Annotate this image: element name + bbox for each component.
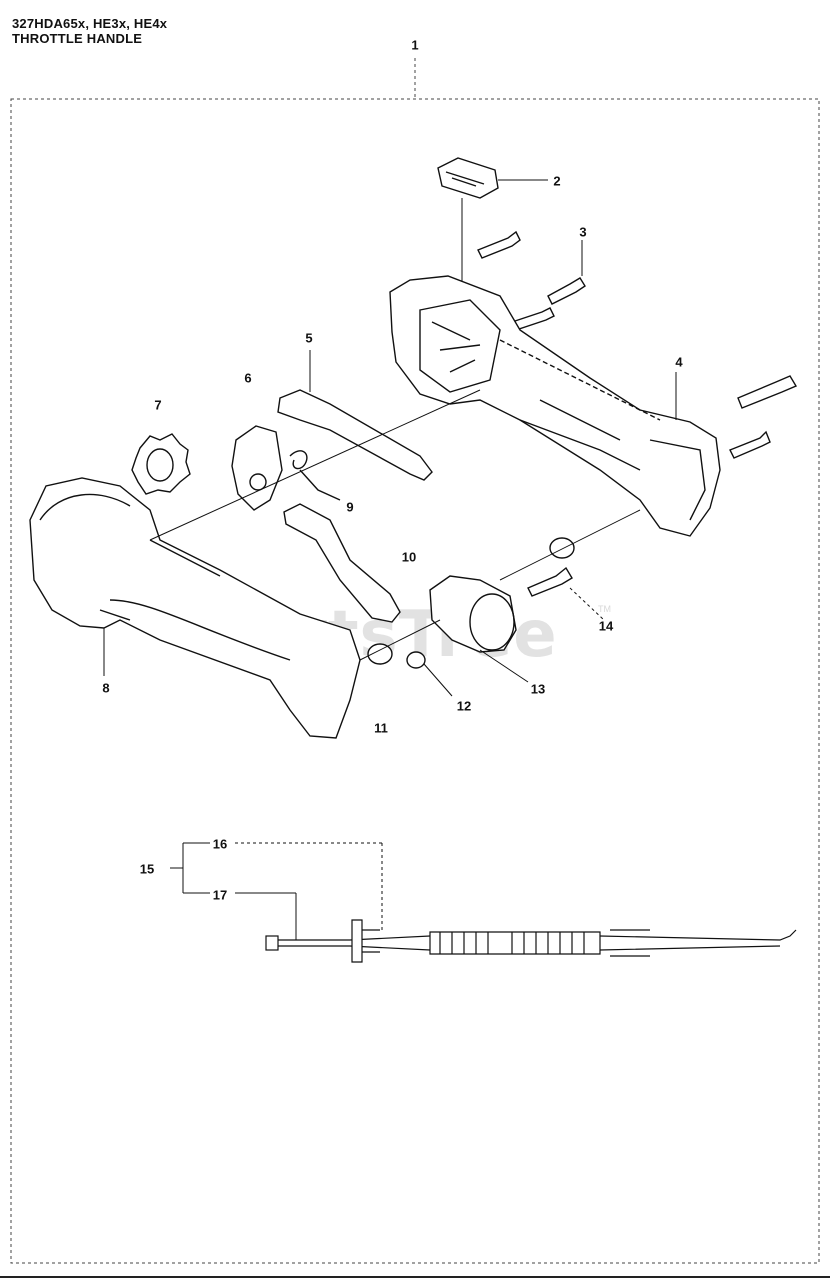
part-3-screws	[477, 230, 586, 331]
callout-6: 6	[244, 370, 252, 386]
part-7-star-washer	[131, 433, 191, 495]
part-6-bracket	[231, 425, 283, 511]
part-10-trigger	[283, 503, 401, 623]
part-4-handle-housing	[389, 275, 721, 537]
callout-10: 10	[401, 549, 417, 565]
callout-2: 2	[553, 173, 561, 189]
watermark-trademark: TM	[598, 604, 611, 614]
assembly-boundary	[10, 98, 820, 1264]
callout-11: 11	[374, 720, 388, 736]
part-9-spring	[289, 450, 341, 501]
part-2-connector	[437, 157, 548, 290]
callout-8: 8	[102, 680, 110, 696]
callout-7: 7	[154, 397, 162, 413]
callout-15: 15	[139, 861, 155, 877]
part-12-bushing	[367, 643, 453, 697]
callout-9: 9	[346, 499, 354, 515]
part-14-screw	[527, 537, 605, 621]
callout-12: 12	[456, 698, 472, 714]
callout-5: 5	[305, 330, 313, 346]
part-5-lever	[277, 350, 433, 481]
callout-4: 4	[675, 354, 683, 370]
part-4-rear-screws	[729, 375, 798, 459]
callout-17: 17	[212, 887, 228, 903]
cable-assembly	[170, 842, 797, 963]
callout-3: 3	[579, 224, 587, 240]
model-list: 327HDA65x, HE3x, HE4x	[12, 16, 168, 31]
callout-16: 16	[212, 836, 228, 852]
callout-1: 1	[411, 37, 419, 53]
callout-14: 14	[598, 618, 614, 634]
page-bottom-rule	[0, 1276, 830, 1278]
assembly-axis-lines	[149, 389, 641, 661]
part-13-collar	[429, 575, 529, 683]
part-8-lower-handle	[29, 477, 361, 739]
page-title: THROTTLE HANDLE	[12, 31, 143, 46]
callout-13: 13	[530, 681, 546, 697]
